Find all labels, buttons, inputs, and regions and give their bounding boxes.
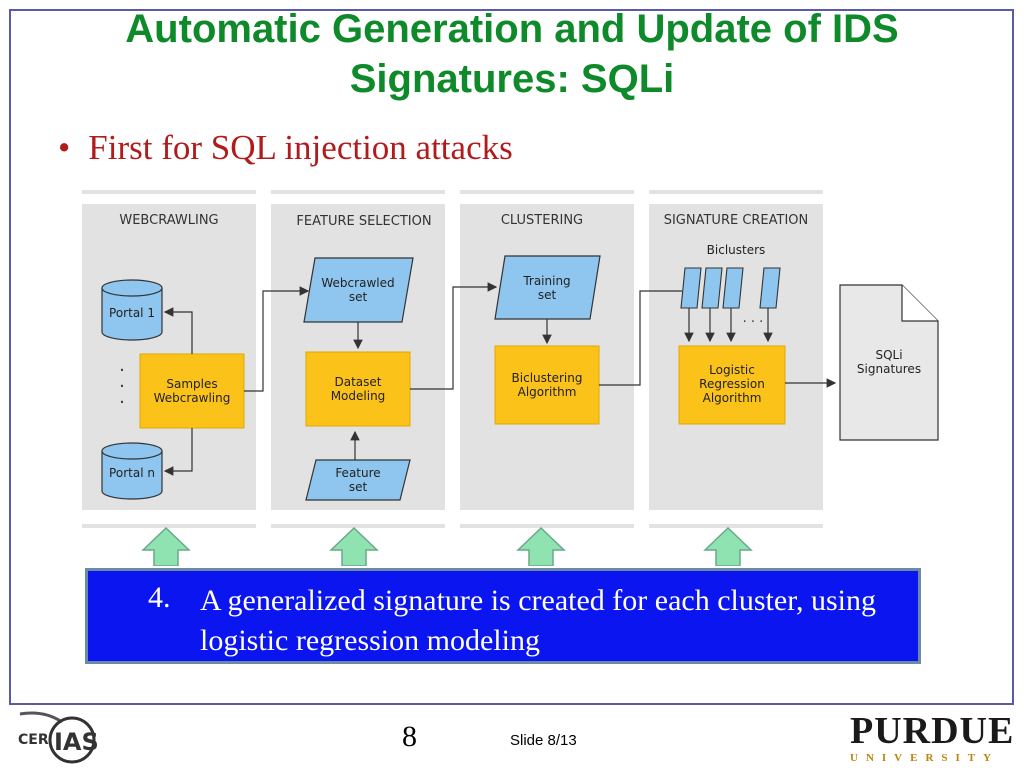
panel-label-webcrawling: WEBCRAWLING: [119, 213, 218, 228]
dataset-line-1: Dataset: [335, 375, 382, 389]
webcrawled-set-box: Webcrawled set: [303, 257, 414, 323]
up-arrow-webcrawling-icon: [141, 526, 191, 566]
dots-3: ·: [119, 392, 125, 413]
up-arrow-clustering-icon: [516, 526, 566, 566]
feature-line-1: Feature: [335, 466, 380, 480]
up-arrow-feature-selection-icon: [329, 526, 379, 566]
bicluster-line-2: Algorithm: [518, 385, 577, 399]
bicluster-bars-icon: [680, 267, 781, 309]
callout-box: 4. A generalized signature is created fo…: [85, 568, 921, 664]
training-line-1: Training: [522, 274, 570, 288]
webcrawled-line-2: set: [349, 290, 368, 304]
training-line-2: set: [538, 288, 557, 302]
feature-set-box: Feature set: [305, 459, 411, 501]
slide-title: Automatic Generation and Update of IDS S…: [125, 7, 899, 101]
samples-line-1: Samples: [166, 377, 217, 391]
purdue-university-text: UNIVERSITY: [850, 752, 1000, 764]
biclusters-label: Biclusters: [707, 243, 766, 257]
logistic-line-3: Algorithm: [703, 391, 762, 405]
feature-line-2: set: [349, 480, 368, 494]
svg-text:CER: CER: [18, 732, 49, 748]
purdue-wordmark: PURDUE: [850, 710, 1015, 752]
sqli-line-1: SQLi: [875, 348, 902, 362]
page-number: 8: [402, 720, 417, 753]
slide-counter: Slide 8/13: [510, 732, 577, 749]
samples-webcrawling-box: Samples Webcrawling: [139, 353, 245, 429]
portal-n-database-icon: Portal n: [101, 442, 163, 500]
sqli-signatures-document-icon: SQLi Signatures: [839, 284, 939, 441]
bullet-text: First for SQL injection attacks: [88, 128, 513, 167]
bullet-item: • First for SQL injection attacks: [58, 128, 513, 168]
pipeline-diagram: WEBCRAWLING FEATURE SELECTION CLUSTERING…: [82, 190, 939, 566]
sqli-line-2: Signatures: [857, 362, 921, 376]
panel-label-signature-creation: SIGNATURE CREATION: [664, 213, 809, 228]
portal-1-label: Portal 1: [109, 306, 155, 320]
biclustering-algorithm-box: Biclustering Algorithm: [494, 345, 600, 425]
up-arrow-signature-creation-icon: [703, 526, 753, 566]
cerias-logo: CER IAS: [14, 708, 104, 771]
dots-2: ·: [119, 376, 125, 397]
logistic-line-2: Regression: [699, 377, 765, 391]
logistic-line-1: Logistic: [709, 363, 755, 377]
bicluster-ellipsis: · · ·: [743, 315, 764, 330]
portal-n-label: Portal n: [109, 466, 155, 480]
slide-frame: [9, 9, 1014, 705]
callout-number: 4.: [148, 581, 171, 614]
samples-line-2: Webcrawling: [154, 391, 231, 405]
logistic-regression-box: Logistic Regression Algorithm: [678, 345, 786, 425]
callout-text: A generalized signature is created for e…: [200, 584, 877, 657]
dataset-line-2: Modeling: [331, 389, 386, 403]
bullet-dot-icon: •: [58, 128, 71, 167]
training-set-box: Training set: [494, 255, 601, 320]
purdue-logo: PURDUE UNIVERSITY: [850, 712, 1014, 764]
svg-text:IAS: IAS: [54, 728, 99, 756]
webcrawled-line-1: Webcrawled: [321, 276, 394, 290]
panel-label-clustering: CLUSTERING: [501, 213, 583, 228]
bicluster-line-1: Biclustering: [512, 371, 583, 385]
cerias-logo-icon: CER IAS: [18, 711, 99, 764]
portal-1-database-icon: Portal 1: [101, 279, 163, 341]
dots-1: ·: [119, 360, 125, 381]
dataset-modeling-box: Dataset Modeling: [305, 351, 411, 427]
panel-label-feature-selection: FEATURE SELECTION: [296, 214, 431, 229]
